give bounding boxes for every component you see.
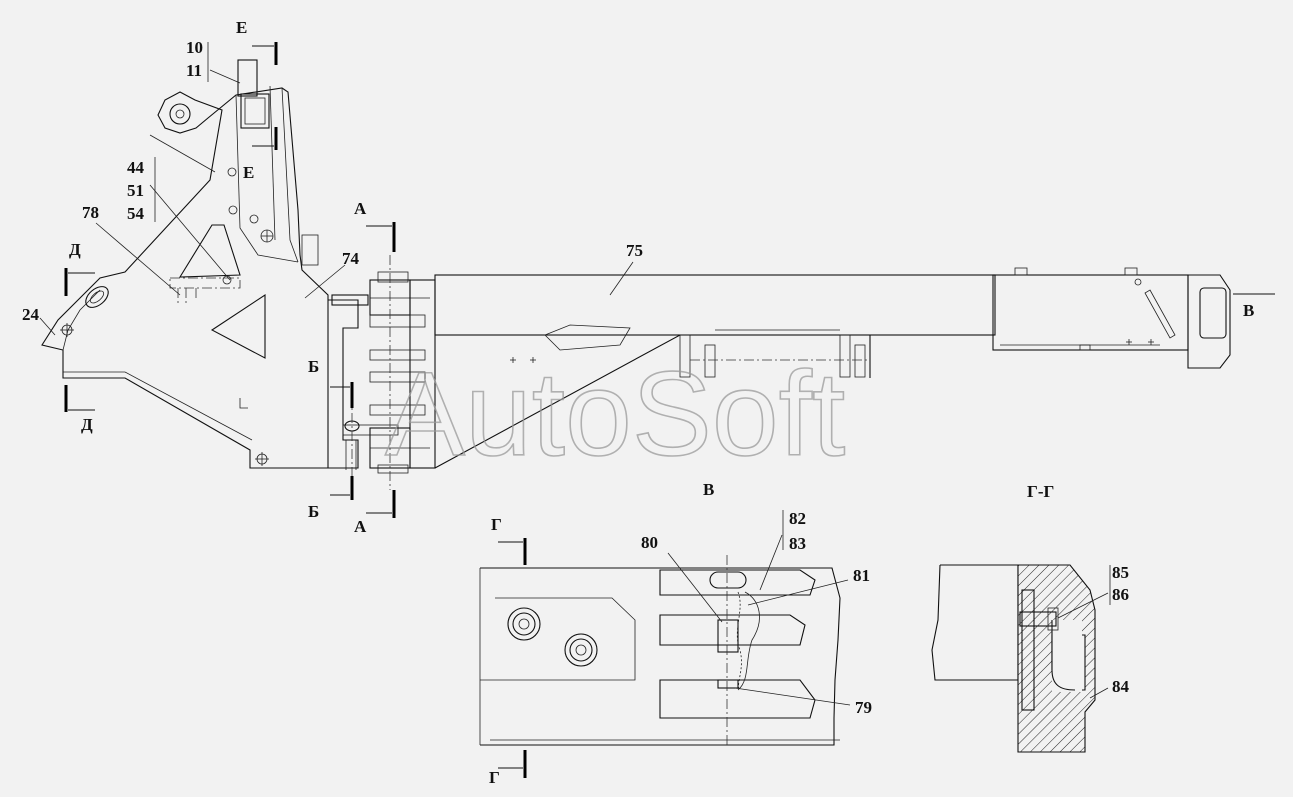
section-d-top: Д: [69, 240, 81, 259]
label-79: 79: [855, 698, 872, 717]
label-11: 11: [186, 61, 202, 80]
label-82: 82: [789, 509, 806, 528]
label-78: 78: [82, 203, 99, 222]
view-v-title: В: [703, 480, 714, 499]
section-e-mid: Е: [243, 163, 254, 182]
leader-lines: [39, 42, 634, 336]
label-44: 44: [127, 158, 145, 177]
section-markers: [64, 42, 1275, 518]
section-b-top: Б: [308, 357, 319, 376]
label-10: 10: [186, 38, 203, 57]
section-b-bottom: Б: [308, 502, 319, 521]
label-86: 86: [1112, 585, 1129, 604]
label-85: 85: [1112, 563, 1129, 582]
section-g-top: Г: [491, 515, 502, 534]
section-labels: Е Е А А Д Д Б Б В В Г Г Г-Г: [69, 18, 1254, 787]
view-v: [479, 510, 851, 778]
part-labels: 10 11 44 51 54 78 24 74 75 80 81 82 83 7…: [22, 38, 1130, 717]
label-54: 54: [127, 204, 145, 223]
label-24: 24: [22, 305, 40, 324]
view-gg-title: Г-Г: [1027, 482, 1054, 501]
hinge-assembly: [328, 255, 436, 490]
view-gg: [931, 564, 1111, 753]
section-a-top: А: [354, 199, 367, 218]
watermark: AutoSoft: [385, 347, 845, 481]
label-83: 83: [789, 534, 806, 553]
label-81: 81: [853, 566, 870, 585]
long-arm: [434, 267, 1231, 469]
section-d-bottom: Д: [81, 415, 93, 434]
section-v-arrow: В: [1243, 301, 1254, 320]
label-51: 51: [127, 181, 144, 200]
label-75: 75: [626, 241, 643, 260]
bracket-outline: [41, 59, 329, 469]
section-a-bottom: А: [354, 517, 367, 536]
label-74: 74: [342, 249, 360, 268]
label-84: 84: [1112, 677, 1130, 696]
label-80: 80: [641, 533, 658, 552]
section-g-bottom: Г: [489, 768, 500, 787]
section-e-top: Е: [236, 18, 247, 37]
